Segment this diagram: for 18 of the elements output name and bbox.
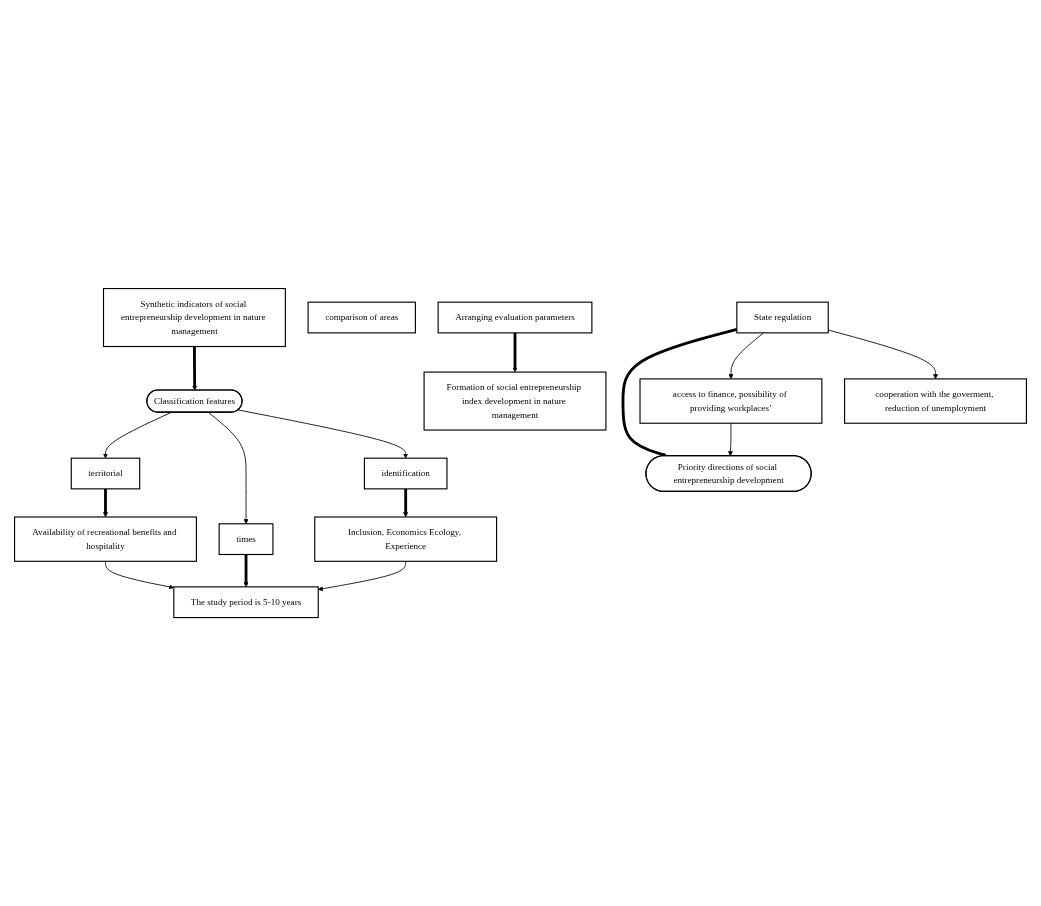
node-box: The study period is 5-10 years	[173, 586, 319, 619]
node-box: times	[218, 523, 274, 555]
node-box: comparison of areas	[307, 301, 416, 334]
node-box: Availability of recreational benefits and hospitality	[14, 516, 197, 562]
arrow	[192, 346, 198, 391]
arrow	[103, 488, 108, 518]
node-box: Inclusion, Economics Ecology, Experience	[314, 516, 498, 562]
node-box: cooperation with the goverment, reduction of unemployment	[844, 378, 1027, 424]
node-box: Formation of social entrepreneurship index development in nature management	[423, 371, 607, 431]
node-box: access to finance, possibility of providing workplaces’	[639, 378, 823, 424]
arrow	[512, 332, 518, 373]
node-box: identification	[363, 457, 448, 490]
node-box: State regulation	[736, 301, 829, 334]
node-box: Synthetic indicators of social entrepreneurship development in nature management	[102, 287, 286, 347]
arrow	[403, 488, 409, 518]
node-box: Arranging evaluation parameters	[437, 301, 593, 334]
node-box: territorial	[70, 457, 141, 490]
arrow	[243, 554, 249, 588]
